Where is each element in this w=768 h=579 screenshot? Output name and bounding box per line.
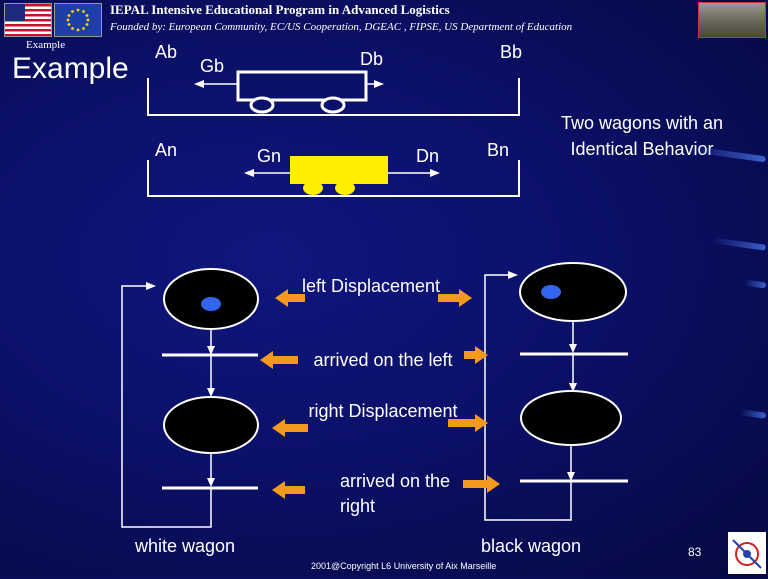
label-bb: Bb [500,42,523,62]
msg-left-displacement: left Displacement [301,276,441,296]
left-arc-2-head [207,388,215,397]
top-wagon-wheel-right [320,96,346,114]
left-loop-arc-head [146,282,156,290]
label-gb: Gb [200,56,225,76]
bottom-wagon-wheel-left [303,181,323,195]
left-token [201,297,221,311]
msg-arrow-arrived-left-in [260,351,298,369]
msg-arrow-right-displacement-out [448,414,488,432]
top-arrow-right-head [374,80,384,88]
top-wagon-body [236,70,368,102]
right-arc-3-head [567,472,575,481]
msg-arrow-left-displacement-out [438,289,472,307]
msg-arrow-arrived-right-in [272,481,305,499]
label-ab: Ab [155,42,178,62]
label-an: An [155,140,178,160]
bottom-arrow-right-head [430,169,440,177]
eu-flag-icon [54,3,102,37]
label-white-wagon: white wagon [135,536,236,556]
top-rail [147,78,520,116]
left-loop-arc [121,285,212,528]
university-logo-icon [728,532,766,574]
msg-arrived-left: arrived on the left [313,350,453,370]
label-black-wagon: black wagon [481,536,582,556]
program-funders: Founded by: European Community, EC/US Co… [110,21,573,33]
right-loop-arc-head [508,271,518,279]
msg-right-displacement: right Displacement [308,401,458,421]
page-number: 83 [688,545,702,559]
bottom-rail [147,160,520,197]
left-arc-3-head [207,478,215,487]
msg-arrow-right-displacement-in [272,419,308,437]
right-place-2 [520,390,622,446]
label-bn: Bn [487,140,510,160]
bottom-wagon-wheel-right [335,181,355,195]
caption: Two wagons with an Identical Behavior [560,113,724,159]
msg-arrived-right: arrived on the right [340,471,451,516]
label-db: Db [360,49,384,69]
us-flag-icon [4,3,52,37]
bottom-wagon-body [290,156,388,184]
left-arc-1-head [207,346,215,355]
msg-arrow-left-displacement-in [275,289,305,307]
copyright: 2001@Copyright L6 University of Aix Mars… [311,561,497,571]
right-place-1 [519,262,627,322]
slide-heading: Example [12,52,129,85]
bottom-arrow-left-head [244,169,254,177]
msg-arrow-arrived-right-out [463,475,500,493]
city-photo-icon [698,2,766,38]
top-wagon-wheel-left [249,96,275,114]
label-dn: Dn [416,146,440,166]
right-arc-2-head [569,383,577,392]
right-arc-1-head [569,344,577,353]
program-title: IEPAL Intensive Educational Program in A… [110,2,450,17]
left-place-2 [163,396,259,454]
top-arrow-left-head [194,80,204,88]
right-loop-arc [484,274,572,521]
right-token [541,285,561,299]
label-gn: Gn [257,146,282,166]
breadcrumb: Example [26,39,66,51]
msg-arrow-arrived-left-out [464,346,488,364]
